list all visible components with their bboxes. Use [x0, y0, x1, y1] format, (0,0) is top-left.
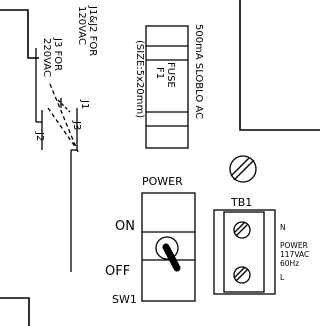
terminal-screw-l-icon	[233, 266, 251, 284]
toggle-lever-icon	[155, 236, 181, 272]
fuse-size: (SIZE:5x20mm)	[134, 40, 145, 118]
terminal-screw-n-icon	[233, 221, 251, 239]
terminal-block	[213, 209, 276, 295]
jumper-wiring	[35, 48, 79, 272]
jumper-j2-label: J2	[34, 131, 45, 141]
terminal-power-line3: 60Hz	[280, 259, 299, 268]
fuse-label: FUSE F1	[154, 62, 176, 88]
terminal-power-line2: 117VAC	[280, 250, 309, 259]
switch-on-label: ON	[115, 219, 135, 234]
mounting-screw-icon	[229, 155, 257, 183]
jumper-220v-note: J3 FOR 220VAC	[41, 37, 63, 77]
fuse-holder	[145, 25, 189, 149]
jumper-j3-label: J3	[71, 120, 82, 130]
jumper-120v-note: J1&J2 FOR 120VAC	[76, 5, 98, 56]
power-switch	[141, 192, 196, 302]
fuse-label-line2: F1	[154, 67, 165, 79]
jumper-j1-label: J1	[79, 99, 90, 109]
switch-title: POWER	[142, 175, 183, 188]
terminal-ref: TB1	[230, 196, 252, 209]
j1j2-note-line2: 120VAC	[76, 6, 87, 45]
fuse-rating: 500mA SLOBLO AC	[193, 24, 204, 119]
switch-ref: SW1	[112, 293, 137, 306]
terminal-n-label: N	[280, 223, 286, 232]
switch-off-label: OFF	[105, 264, 130, 279]
j3-note-line1: J3 FOR	[52, 37, 63, 71]
j3-note-line2: 220VAC	[41, 38, 52, 77]
terminal-l-label: L	[280, 273, 285, 282]
terminal-power-line1: POWER	[280, 241, 308, 250]
fuse-label-line1: FUSE	[165, 62, 176, 88]
j1j2-note-line1: J1&J2 FOR	[87, 5, 98, 56]
